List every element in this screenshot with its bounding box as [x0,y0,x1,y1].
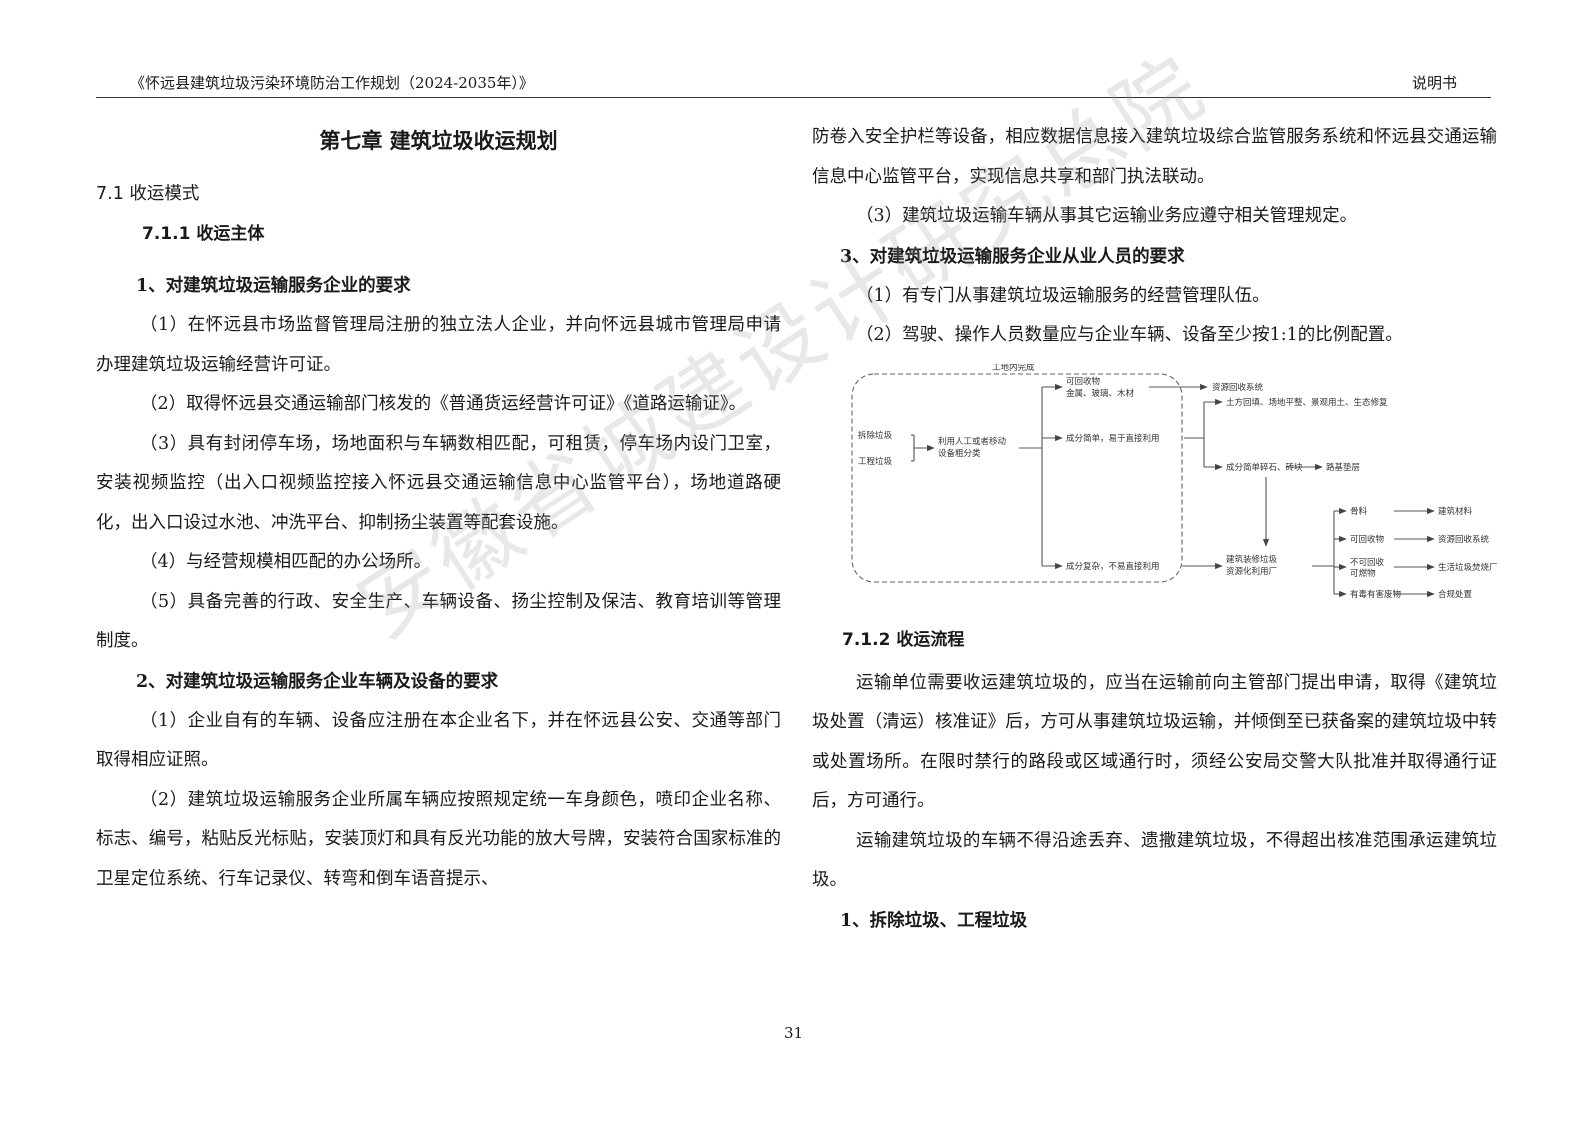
requirement-heading-2: 2、对建筑垃圾运输服务企业车辆及设备的要求 [136,671,499,692]
paragraph: （1）企业自有的车辆、设备应注册在本企业名下，并在怀远县公安、交通等部门取得相应… [96,710,781,771]
paragraph: （2）取得怀远县交通运输部门核发的《普通货运经营许可证》《道路运输证》。 [140,394,747,414]
paragraph: （1）有专门从事建筑垃圾运输服务的经营管理队伍。 [856,285,1270,306]
page-number: 31 [783,1024,804,1042]
label-simple: 成分简单，易于直接利用 [1066,433,1160,444]
requirement-heading-1: 1、对建筑垃圾运输服务企业的要求 [136,276,411,296]
label-hazardous: 有毒有害废物 [1350,589,1402,600]
label-gravel: 成分简单碎石、砖块 [1226,462,1303,473]
section-heading-7-1: 7.1 收运模式 [96,184,200,204]
label-building-materials: 建筑材料 [1438,506,1473,517]
label-aggregate: 骨料 [1350,506,1368,517]
label-recyclable-2: 金属、玻璃、木材 [1066,388,1135,399]
paragraph: （2）驾驶、操作人员数量应与企业车辆、设备至少按1:1的比例配置。 [856,325,1403,345]
running-header-title: 《怀远县建筑垃圾污染环境防治工作规划（2024-2035年）》 [130,74,534,92]
label-demolition: 拆除垃圾 [858,430,893,441]
paragraph: （2）建筑垃圾运输服务企业所属车辆应按照规定统一车身颜色，喷印企业名称、标志、编… [96,789,781,889]
paragraph: 运输单位需要收运建筑垃圾的，应当在运输前向主管部门提出申请，取得《建筑垃圾处置（… [812,672,1497,812]
label-nonrecyclable-2: 可燃物 [1350,568,1376,579]
subsection-heading-7-1-2: 7.1.2 收运流程 [842,629,965,650]
left-column: 第七章 建筑垃圾收运规划 7.1 收运模式 7.1.1 收运主体 1、对建筑垃圾… [96,118,781,899]
requirement-heading-3: 3、对建筑垃圾运输服务企业从业人员的要求 [840,246,1185,267]
label-compliant-disposal: 合规处置 [1438,589,1473,600]
paragraph: 运输建筑垃圾的车辆不得沿途丢弃、遗撒建筑垃圾，不得超出核准范围承运建筑垃圾。 [812,830,1497,891]
label-resource-system-2: 资源回收系统 [1438,534,1490,545]
paragraph-continued: 防卷入安全护栏等设备，相应数据信息接入建筑垃圾综合监管服务系统和怀远县交通运输信… [812,127,1497,187]
subheading-demolition-engineering: 1、拆除垃圾、工程垃圾 [840,910,1028,931]
label-backfill: 土方回填、场地平整、景观用土、生态修复 [1226,397,1388,408]
collection-flow-diagram: 工地内完成 拆除垃圾 工程垃圾 利用人工或者移动 设备粗分类 可回收物 金属、玻… [851,364,1497,600]
label-sorting-1: 利用人工或者移动 [938,436,1007,447]
label-engineering: 工程垃圾 [858,456,893,467]
paragraph: （1）在怀远县市场监督管理局注册的独立法人企业，并向怀远县城市管理局申请办理建筑… [96,315,781,375]
label-recyclable-1: 可回收物 [1066,376,1101,387]
running-header-doc-type: 说明书 [1411,74,1457,92]
paragraph: （5）具备完善的行政、安全生产、车辆设备、扬尘控制及保洁、教育培训等管理制度。 [96,591,781,652]
label-resource-system: 资源回收系统 [1212,382,1264,393]
label-nonrecyclable-1: 不可回收 [1350,557,1385,568]
label-recyclables-out: 可回收物 [1350,534,1385,545]
label-site: 工地内完成 [992,364,1035,373]
chapter-title: 第七章 建筑垃圾收运规划 [319,129,558,153]
header-rule [96,97,1491,98]
label-plant-1: 建筑装修垃圾 [1226,554,1278,565]
label-incinerator: 生活垃圾焚烧厂 [1438,562,1497,573]
subsection-heading-7-1-1: 7.1.1 收运主体 [142,224,265,244]
label-plant-2: 资源化利用厂 [1226,566,1277,577]
right-column: 防卷入安全护栏等设备，相应数据信息接入建筑垃圾综合监管服务系统和怀远县交通运输信… [812,118,1497,941]
paragraph: （3）建筑垃圾运输车辆从事其它运输业务应遵守相关管理规定。 [856,206,1358,226]
label-sorting-2: 设备粗分类 [938,448,981,459]
site-boundary [851,372,1183,583]
label-roadbed: 路基垫层 [1326,462,1360,473]
label-complex: 成分复杂，不易直接利用 [1066,561,1160,572]
paragraph: （3）具有封闭停车场，场地面积与车辆数相匹配，可租赁，停车场内设门卫室，安装视频… [96,433,781,533]
paragraph: （4）与经营规模相匹配的办公场所。 [140,552,432,572]
